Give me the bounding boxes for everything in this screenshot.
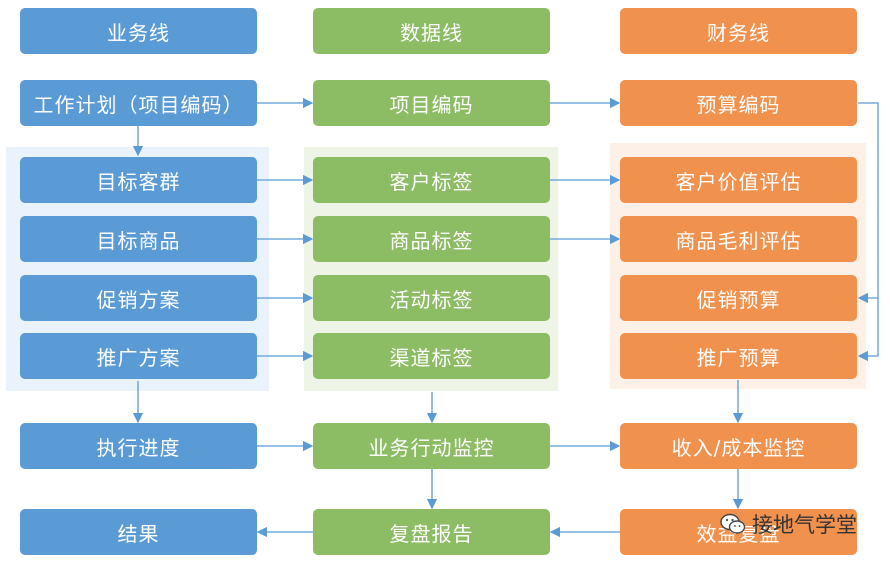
activity-tag-box: 活动标签 bbox=[313, 275, 550, 321]
marketing-plan-box: 推广方案 bbox=[20, 333, 257, 379]
target-product-box: 目标商品 bbox=[20, 216, 257, 262]
project-code-box: 项目编码 bbox=[313, 80, 550, 126]
revenue-cost-box: 收入/成本监控 bbox=[620, 423, 857, 469]
data-column-header: 数据线 bbox=[313, 8, 550, 54]
watermark: 接地气学堂 bbox=[720, 507, 857, 541]
marketing-budget-box: 推广预算 bbox=[620, 333, 857, 379]
promo-budget-box: 促销预算 bbox=[620, 275, 857, 321]
product-tag-box: 商品标签 bbox=[313, 216, 550, 262]
budget-code-box: 预算编码 bbox=[620, 80, 857, 126]
finance-column-header: 财务线 bbox=[620, 8, 857, 54]
wechat-icon bbox=[720, 513, 746, 535]
progress-box: 执行进度 bbox=[20, 423, 257, 469]
promo-plan-box: 促销方案 bbox=[20, 275, 257, 321]
review-report-box: 复盘报告 bbox=[313, 509, 550, 555]
customer-value-box: 客户价值评估 bbox=[620, 157, 857, 203]
product-margin-box: 商品毛利评估 bbox=[620, 216, 857, 262]
watermark-text: 接地气学堂 bbox=[752, 513, 857, 537]
channel-tag-box: 渠道标签 bbox=[313, 333, 550, 379]
target-customer-box: 目标客群 bbox=[20, 157, 257, 203]
business-column-header: 业务线 bbox=[20, 8, 257, 54]
customer-tag-box: 客户标签 bbox=[313, 157, 550, 203]
work-plan-box: 工作计划（项目编码） bbox=[20, 80, 257, 126]
result-box: 结果 bbox=[20, 509, 257, 555]
action-monitor-box: 业务行动监控 bbox=[313, 423, 550, 469]
